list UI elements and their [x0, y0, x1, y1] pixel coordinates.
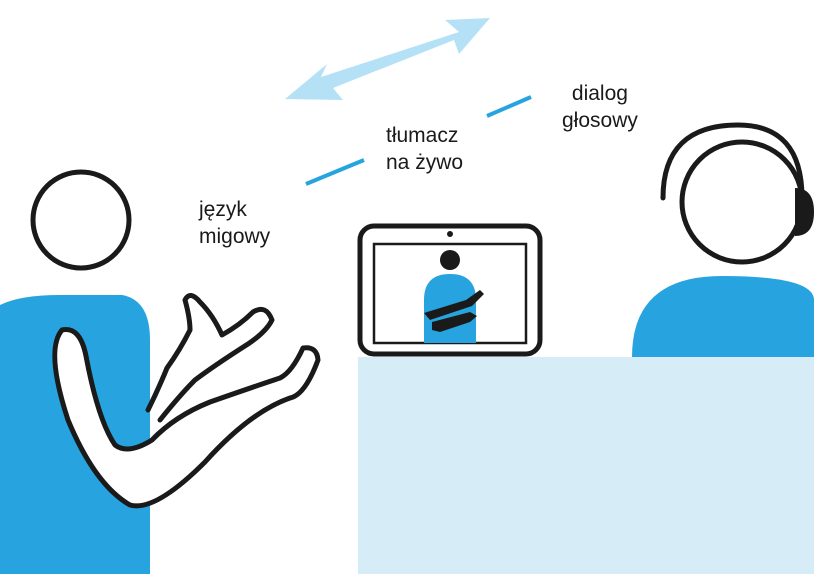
voice-dialog-label: dialog głosowy — [562, 80, 638, 134]
signing-person-head — [33, 172, 129, 268]
video-tablet-icon — [360, 226, 540, 354]
sign-language-line-1: język — [199, 196, 270, 223]
headset-agent-icon — [632, 125, 814, 357]
sign-language-line-2: migowy — [199, 223, 270, 250]
tablet-camera-icon — [447, 231, 453, 237]
live-interpreter-line-2: na żywo — [386, 149, 463, 176]
signing-person-icon — [0, 172, 318, 574]
double-arrow-icon — [285, 18, 490, 100]
interpreter-head — [440, 250, 460, 270]
sign-language-label: język migowy — [199, 196, 270, 250]
connector-dash-right — [487, 97, 531, 116]
live-interpreter-label: tłumacz na żywo — [386, 122, 463, 176]
connector-dash-left — [306, 160, 364, 184]
live-interpreter-line-1: tłumacz — [386, 122, 463, 149]
voice-dialog-line-1: dialog — [562, 80, 638, 107]
agent-head — [682, 142, 802, 262]
headset-earcup-icon — [795, 188, 814, 236]
agent-body — [632, 276, 814, 357]
voice-dialog-line-2: głosowy — [562, 107, 638, 134]
service-desk — [358, 357, 814, 574]
